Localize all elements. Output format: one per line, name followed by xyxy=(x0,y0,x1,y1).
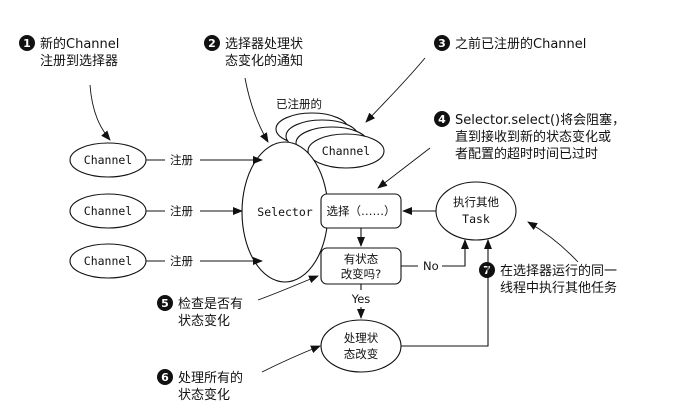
annotation-3-pointer xyxy=(365,57,426,123)
channel-1-label: Channel xyxy=(84,153,132,167)
step-badge-7 xyxy=(479,262,495,278)
yes-label: Yes xyxy=(351,292,371,306)
step-number-7: 7 xyxy=(483,264,491,277)
process-line1: 处理状 xyxy=(344,331,379,345)
annotation-1-pointer xyxy=(89,84,111,141)
no-label: No xyxy=(423,259,439,273)
annotation-7: 7 在选择器运行的同一 线程中执行其他任务 xyxy=(479,262,617,296)
step-badge-1 xyxy=(19,35,35,51)
annotation-4-pointer xyxy=(377,147,431,189)
annotation-5-line2: 状态变化 xyxy=(178,313,230,329)
annotation-7-line1: 在选择器运行的同一 xyxy=(500,263,617,279)
step-badge-6 xyxy=(157,369,173,385)
step-number-4: 4 xyxy=(438,113,446,126)
annotation-6-line1: 处理所有的 xyxy=(178,370,243,386)
step-number-5: 5 xyxy=(161,297,169,310)
step-number-1: 1 xyxy=(23,37,31,50)
task-line2: Task xyxy=(462,212,490,226)
annotation-1-line1: 新的Channel xyxy=(40,36,119,52)
annotation-7-pointer xyxy=(527,221,579,263)
step-badge-3 xyxy=(434,35,450,51)
process-state-ellipse xyxy=(320,319,402,373)
register-1-label: 注册 xyxy=(170,153,193,167)
registered-channel-ellipse xyxy=(307,133,385,169)
annotation-6-line2: 状态变化 xyxy=(178,387,230,403)
annotation-2-line2: 态变化的通知 xyxy=(225,53,303,69)
process-to-task-arrow xyxy=(401,239,492,347)
channel-2-label: Channel xyxy=(84,204,132,218)
no-branch-arrow xyxy=(442,239,469,267)
step-number-2: 2 xyxy=(208,37,216,50)
annotation-4-line1: Selector.select()将会阻塞， xyxy=(455,112,625,128)
annotation-4-line3: 者配置的超时时间已过时 xyxy=(455,146,598,162)
annotation-2: 2 选择器处理状 态变化的通知 xyxy=(204,35,303,69)
annotation-6-pointer xyxy=(261,345,321,373)
annotation-1-line2: 注册到选择器 xyxy=(40,54,118,69)
task-line1: 执行其他 xyxy=(453,195,499,209)
register-3-label: 注册 xyxy=(170,254,193,268)
annotation-5-line1: 检查是否有 xyxy=(178,297,243,312)
annotation-1: 1 新的Channel 注册到选择器 xyxy=(19,35,119,69)
registered-channel-label: Channel xyxy=(322,144,370,158)
annotation-2-line1: 选择器处理状 xyxy=(225,37,303,52)
annotation-4: 4 Selector.select()将会阻塞， 直到接收到新的状态变化或 者配… xyxy=(434,111,625,162)
annotation-5-pointer xyxy=(257,275,319,301)
register-2-label: 注册 xyxy=(170,204,193,218)
step-number-3: 3 xyxy=(438,37,446,50)
registered-channels-label: 已注册的 xyxy=(276,97,322,111)
step-badge-2 xyxy=(204,35,220,51)
annotation-7-line2: 线程中执行其他任务 xyxy=(500,280,617,296)
task-ellipse xyxy=(435,181,517,241)
selector-label: Selector xyxy=(257,205,312,219)
annotation-6: 6 处理所有的 状态变化 xyxy=(157,369,243,403)
decision-line2: 改变吗? xyxy=(341,267,382,281)
annotation-3: 3 之前已注册的Channel xyxy=(434,35,586,52)
annotation-5: 5 检查是否有 状态变化 xyxy=(157,295,243,329)
step-badge-5 xyxy=(157,295,173,311)
annotation-4-line2: 直到接收到新的状态变化或 xyxy=(455,129,611,145)
channel-3-label: Channel xyxy=(84,254,132,268)
step-badge-4 xyxy=(434,111,450,127)
annotation-3-line1: 之前已注册的Channel xyxy=(455,36,586,52)
process-line2: 态改变 xyxy=(344,347,379,361)
decision-line1: 有状态 xyxy=(344,252,379,266)
annotation-2-pointer xyxy=(244,77,269,143)
select-box-label: 选择（……） xyxy=(327,204,396,218)
step-number-6: 6 xyxy=(161,371,169,384)
